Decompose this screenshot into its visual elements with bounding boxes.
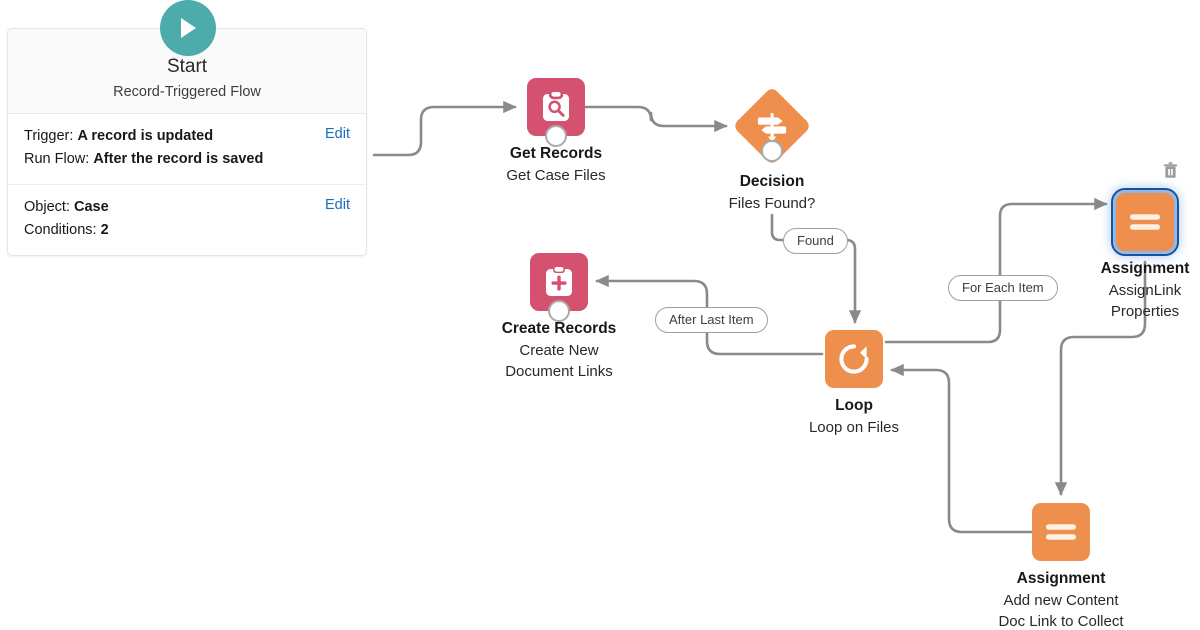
node-description-line-1: Add new Content: [1003, 591, 1119, 609]
node-name: Decision: [739, 173, 805, 190]
node-name: Assignment: [1016, 570, 1106, 587]
start-card-header: Start Record-Triggered Flow: [8, 29, 366, 114]
connector-anchor-dot[interactable]: [548, 300, 570, 322]
trash-icon[interactable]: [1160, 160, 1180, 180]
clipboard-search-icon[interactable]: [527, 78, 585, 147]
node-create-records-labels: Create Records Create New Document Links: [444, 319, 674, 381]
node-name: Create Records: [501, 320, 617, 337]
wire-start-to-get-records: [372, 100, 517, 157]
connector-anchor-dot[interactable]: [761, 140, 783, 162]
node-name: Assignment: [1100, 260, 1190, 277]
node-description-line-2: Properties: [1110, 302, 1180, 320]
wire-assignment-top-to-bottom: [1054, 260, 1147, 496]
node-decision-labels: Decision Files Found?: [657, 172, 887, 214]
node-assignment-bottom-labels: Assignment Add new Content Doc Link to C…: [946, 569, 1176, 630]
start-trigger-value: A record is updated: [77, 127, 214, 144]
node-loop-labels: Loop Loop on Files: [739, 396, 969, 438]
node-assignment-add-new-content-doc-link[interactable]: Assignment Add new Content Doc Link to C…: [998, 503, 1124, 630]
edit-trigger-link[interactable]: Edit: [325, 125, 350, 142]
wire-assignment-bottom-to-loop: [890, 363, 1034, 534]
start-runflow-label: Run Flow:: [24, 151, 90, 168]
node-name: Get Records: [509, 145, 603, 162]
node-description-line-1: Create New: [519, 341, 599, 359]
equals-icon[interactable]: [1111, 161, 1179, 256]
connector-label-found[interactable]: Found: [783, 228, 848, 254]
start-trigger-label: Trigger:: [24, 127, 74, 144]
decision-diamond[interactable]: [732, 86, 812, 166]
connector-label-for-each-item[interactable]: For Each Item: [948, 275, 1058, 301]
start-conditions-value: 2: [100, 222, 109, 239]
clipboard-plus-icon[interactable]: [530, 253, 588, 322]
start-object-value: Case: [73, 198, 109, 215]
edit-object-link[interactable]: Edit: [325, 196, 350, 213]
connector-anchor-dot[interactable]: [545, 125, 567, 147]
node-assignment-assignlink-properties[interactable]: Assignment AssignLink Properties: [1101, 161, 1189, 320]
wire-loop-to-assignment-top: [884, 197, 1108, 344]
start-conditions-line: Conditions: 2: [24, 219, 350, 242]
start-object-label: Object:: [24, 198, 70, 215]
node-description: Get Case Files: [506, 166, 606, 184]
node-get-records[interactable]: Get Records Get Case Files: [506, 78, 606, 184]
start-runflow-line: Run Flow: After the record is saved: [24, 148, 350, 171]
start-subtitle: Record-Triggered Flow: [113, 83, 261, 100]
play-icon[interactable]: [160, 0, 216, 56]
node-description: Files Found?: [728, 194, 816, 212]
node-create-records[interactable]: Create Records Create New Document Links: [502, 253, 616, 380]
node-description: Loop on Files: [808, 418, 900, 436]
start-trigger-line: Trigger: A record is updated: [24, 125, 350, 148]
node-decision[interactable]: Decision Files Found?: [729, 86, 815, 212]
node-description-line-2: Doc Link to Collect: [998, 612, 1124, 630]
node-loop[interactable]: Loop Loop on Files: [809, 330, 899, 436]
connector-label-after-last-item[interactable]: After Last Item: [655, 307, 768, 333]
node-name: Loop: [835, 397, 873, 414]
start-object-section[interactable]: Object: Case Conditions: 2 Edit: [8, 183, 366, 255]
start-title: Start: [166, 56, 208, 77]
wire-get-records-to-decision: [584, 105, 728, 133]
start-conditions-label: Conditions:: [24, 222, 97, 239]
loop-refresh-icon[interactable]: [825, 330, 883, 388]
node-description-line-2: Document Links: [505, 362, 613, 380]
signpost-icon: [734, 88, 810, 164]
node-get-records-labels: Get Records Get Case Files: [441, 144, 671, 186]
equals-icon[interactable]: [1032, 503, 1090, 561]
start-trigger-section[interactable]: Trigger: A record is updated Run Flow: A…: [8, 114, 366, 184]
start-node-card[interactable]: Start Record-Triggered Flow Trigger: A r…: [7, 28, 367, 256]
start-runflow-value: After the record is saved: [93, 151, 264, 168]
start-object-line: Object: Case: [24, 196, 350, 219]
